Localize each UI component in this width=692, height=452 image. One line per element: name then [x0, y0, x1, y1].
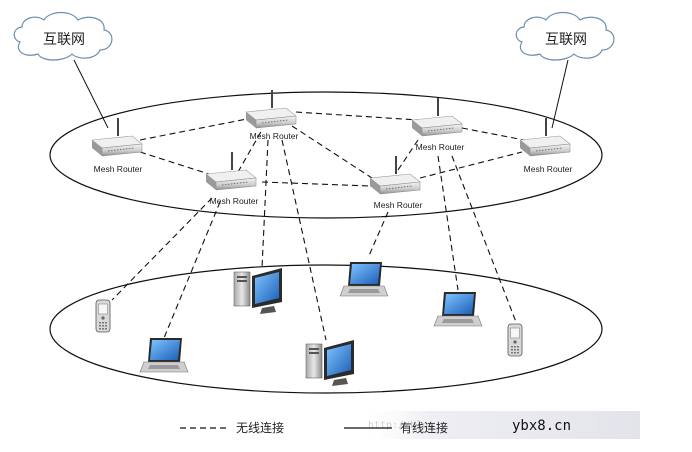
router-label: Mesh Router: [94, 164, 143, 174]
internet-cloud-right: 互联网: [515, 11, 615, 61]
router-icon: [411, 97, 463, 137]
mesh-router: [205, 151, 257, 191]
router-label: Mesh Router: [524, 164, 573, 174]
legend: 无线连接 有线连接: [180, 420, 448, 435]
router-icon: [369, 155, 421, 195]
wired-link: [551, 59, 569, 129]
router-label: Mesh Router: [416, 142, 465, 152]
laptop-icon: [339, 262, 389, 297]
router-label: Mesh Router: [210, 196, 259, 206]
cloud-label-left: 互联网: [43, 32, 85, 48]
router-icon: [205, 151, 257, 191]
backbone-ellipse: [49, 91, 603, 219]
desktop-pc-icon: [233, 268, 282, 314]
laptop-icon: [433, 292, 483, 327]
router-label: Mesh Router: [374, 200, 423, 210]
mesh-router: [369, 155, 421, 195]
client-ellipse: [49, 264, 603, 394]
backbone-links: [139, 111, 525, 187]
mesh-router: [91, 117, 143, 157]
router-icon: [91, 117, 143, 157]
cloud-label-right: 互联网: [545, 32, 587, 48]
mobile-phone-icon: [95, 299, 111, 333]
watermark-site: ybx8.cn: [512, 418, 571, 434]
desktop-pc-icon: [305, 340, 354, 386]
legend-wired-label: 有线连接: [400, 420, 448, 435]
internet-cloud-left: 互联网: [13, 11, 113, 61]
router-icon: [245, 89, 297, 129]
mesh-router: [411, 97, 463, 137]
wired-link: [73, 59, 109, 129]
watermark-url: http://blog.c: [368, 420, 446, 431]
watermark-band: [358, 411, 640, 439]
legend-wireless-label: 无线连接: [236, 420, 284, 435]
router-icon: [519, 117, 571, 157]
mesh-router: [519, 117, 571, 157]
access-links: [111, 139, 517, 341]
mesh-router: [245, 89, 297, 129]
mobile-phone-icon: [507, 323, 523, 357]
router-label: Mesh Router: [250, 131, 299, 141]
laptop-icon: [139, 338, 189, 373]
